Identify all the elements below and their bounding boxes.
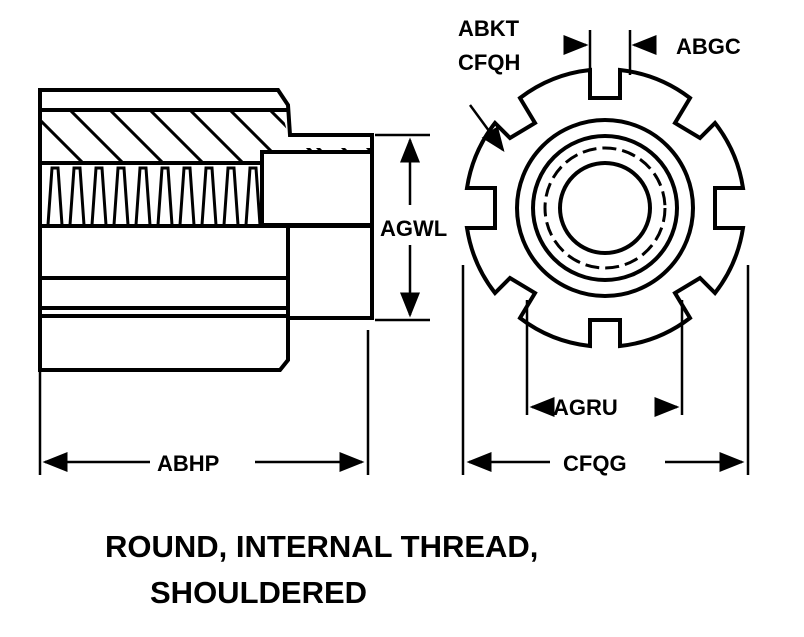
label-cfqg: CFQG (563, 451, 627, 476)
label-abgc: ABGC (676, 34, 741, 59)
label-abhp: ABHP (157, 451, 219, 476)
label-abkt: ABKT (458, 16, 520, 41)
side-view (38, 88, 374, 372)
label-agwl: AGWL (380, 216, 447, 241)
caption-line-2: SHOULDERED (150, 575, 367, 610)
caption-line-1: ROUND, INTERNAL THREAD, (105, 529, 538, 564)
label-agru: AGRU (553, 395, 618, 420)
end-view (464, 67, 746, 349)
label-cfqh: CFQH (458, 50, 520, 75)
dimension-lines (38, 30, 750, 475)
